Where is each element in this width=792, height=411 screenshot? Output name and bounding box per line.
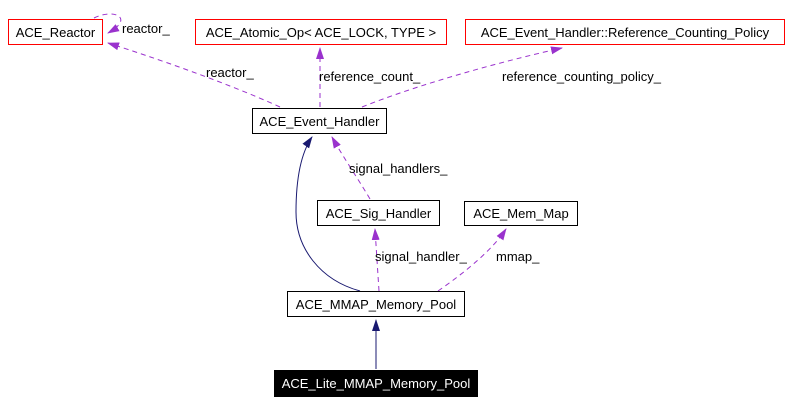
- node-ace-event-handler[interactable]: ACE_Event_Handler: [252, 108, 387, 134]
- node-ace-mmap-memory-pool[interactable]: ACE_MMAP_Memory_Pool: [287, 291, 465, 317]
- node-ace-event-handler-reference-counting-policy[interactable]: ACE_Event_Handler::Reference_Counting_Po…: [465, 19, 785, 45]
- node-ace-mem-map[interactable]: ACE_Mem_Map: [464, 201, 578, 226]
- edge-label-reference-counting-policy: reference_counting_policy_: [502, 69, 661, 84]
- edge-event-handler-to-reference-counting-policy-arrow: [361, 46, 563, 108]
- edge-label-reactor: reactor_: [206, 65, 254, 80]
- node-ace-sig-handler[interactable]: ACE_Sig_Handler: [317, 200, 440, 226]
- edge-label-signal-handler: signal_handler_: [375, 249, 467, 264]
- edge-event-handler-to-reactor-arrow: [107, 42, 281, 108]
- node-ace-atomic-op[interactable]: ACE_Atomic_Op< ACE_LOCK, TYPE >: [195, 19, 447, 45]
- edge-label-mmap: mmap_: [496, 249, 540, 264]
- node-ace-lite-mmap-memory-pool: ACE_Lite_MMAP_Memory_Pool: [274, 370, 478, 397]
- edge-mmap-pool-to-sig-handler-arrow: [371, 228, 380, 292]
- edge-sig-handler-to-event-handler-arrow: [331, 136, 371, 200]
- edge-mmap-pool-to-mem-map-arrow: [437, 228, 507, 292]
- node-ace-reactor[interactable]: ACE_Reactor: [8, 19, 103, 45]
- edge-label-signal-handlers: signal_handlers_: [349, 161, 448, 176]
- edge-label-reference-count: reference_count_: [319, 69, 421, 84]
- edge-label-reactor-self: reactor_: [122, 21, 170, 36]
- edge-mmap-pool-inherits-event-handler-arrow: [295, 136, 361, 292]
